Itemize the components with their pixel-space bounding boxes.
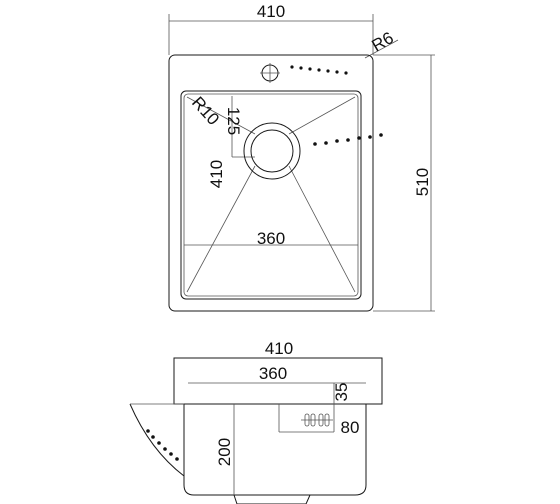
drain-inner-circle (250, 129, 294, 173)
tap-hole-callout (290, 65, 348, 75)
side-panel-callout (146, 429, 179, 461)
inner-radius-label: R10 (188, 93, 223, 129)
bowl-width-label: 360 (257, 229, 285, 248)
side-view: 410 360 35 80 200 (129, 339, 383, 504)
top-view: 410 R6 510 125 410 R10 360 (168, 2, 435, 312)
sink-bowl (180, 90, 362, 300)
side-flange-outline (173, 357, 383, 405)
overflow-label: 80 (341, 418, 360, 437)
depth-label: 200 (215, 438, 234, 466)
drain-offset-label: 125 (224, 107, 243, 135)
flange-depth-label: 35 (332, 383, 351, 402)
r6-leader (364, 39, 399, 59)
top-width-label: 410 (257, 2, 285, 21)
overflow-slots (301, 413, 333, 427)
side-drain (233, 494, 311, 504)
sink-outer-rim (168, 54, 374, 312)
bowl-length-label: 410 (207, 160, 226, 188)
drain-callout (313, 133, 383, 146)
side-curved-panel (129, 403, 185, 477)
side-bowl-width-label: 360 (259, 364, 287, 383)
side-width-label: 410 (265, 339, 293, 358)
sink-bowl-inner-edge (183, 93, 359, 297)
total-length-label: 510 (413, 168, 432, 196)
side-bowl-body (183, 404, 367, 496)
drain-outer-circle (243, 122, 301, 180)
